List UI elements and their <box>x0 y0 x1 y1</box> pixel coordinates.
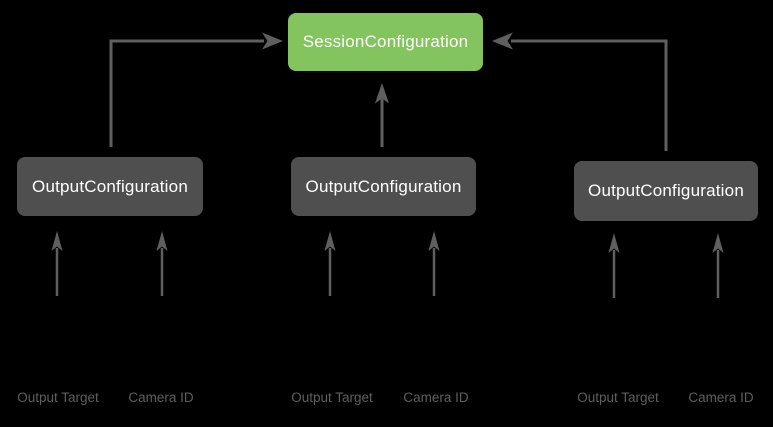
camera-id-label-1: Camera ID <box>128 390 194 405</box>
arrow-camera-id3 <box>712 233 724 298</box>
output-configuration-node-3: OutputConfiguration <box>574 161 758 221</box>
output-target-label-2: Output Target <box>291 390 373 405</box>
arrow-output-target3 <box>608 233 620 298</box>
output-configuration-node-1: OutputConfiguration <box>17 157 203 216</box>
output-configuration-node-2: OutputConfiguration <box>291 157 476 216</box>
arrow-output3-to-session <box>492 32 668 151</box>
output-configuration-label: OutputConfiguration <box>305 176 462 196</box>
arrow-camera-id2 <box>428 231 440 296</box>
output-target-label-1: Output Target <box>17 390 99 405</box>
arrow-output-target2 <box>324 231 336 296</box>
output-configuration-label: OutputConfiguration <box>588 181 744 200</box>
camera-id-label-2: Camera ID <box>403 390 469 405</box>
arrow-output2-to-session <box>375 83 389 147</box>
output-configuration-label: OutputConfiguration <box>32 176 188 196</box>
session-configuration-node: SessionConfiguration <box>288 13 483 71</box>
output-target-label-3: Output Target <box>577 390 659 405</box>
arrow-output1-to-session <box>109 32 283 147</box>
session-configuration-label: SessionConfiguration <box>302 32 469 51</box>
arrow-camera-id1 <box>156 231 168 296</box>
arrow-output-target1 <box>51 231 63 296</box>
camera-id-label-3: Camera ID <box>688 390 754 405</box>
